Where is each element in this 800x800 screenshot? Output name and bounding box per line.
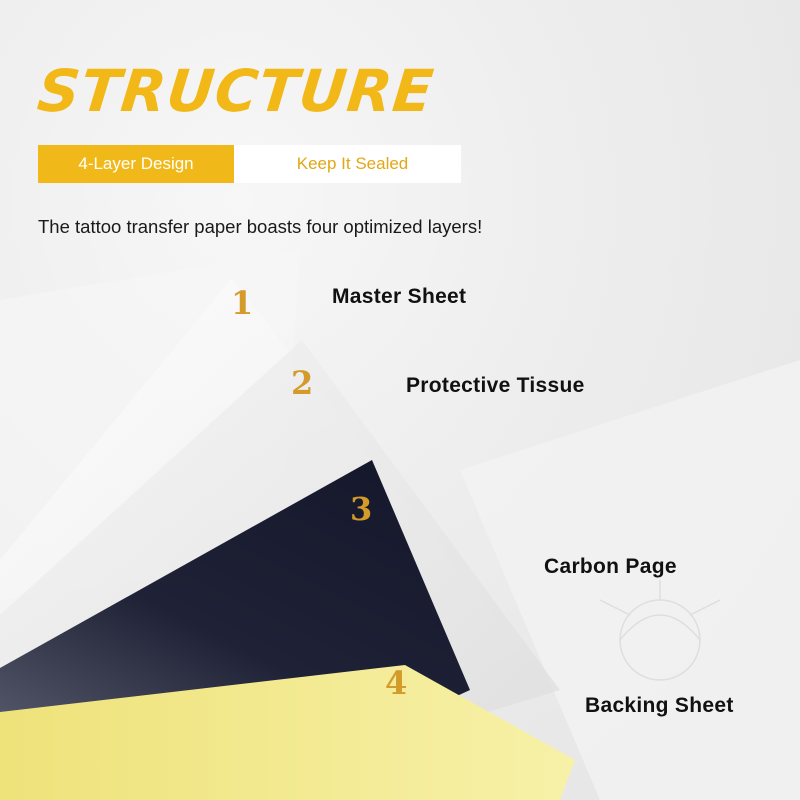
tab-arrow-notch: [234, 145, 280, 183]
layer-number-4: 4: [385, 664, 408, 702]
tattoo-sketch-decoration: [599, 580, 721, 681]
layer-label-carbon-page: Carbon Page: [544, 555, 677, 578]
tab-bar: 4-Layer Design Keep It Sealed: [38, 145, 461, 183]
tab-4-layer-design[interactable]: 4-Layer Design: [38, 145, 234, 183]
layer-label-backing-sheet: Backing Sheet: [585, 694, 734, 717]
page-title: STRUCTURE: [34, 57, 438, 125]
layer-number-3: 3: [350, 490, 373, 528]
layer-number-2: 2: [291, 364, 314, 402]
layer-label-protective-tissue: Protective Tissue: [406, 374, 585, 397]
bg-paper-shape: [460, 360, 800, 800]
layer-number-1: 1: [231, 284, 254, 322]
layer-label-master-sheet: Master Sheet: [332, 285, 467, 308]
backing-sheet-shape: [0, 665, 575, 800]
tab-keep-it-sealed[interactable]: Keep It Sealed: [234, 145, 461, 183]
intro-text: The tattoo transfer paper boasts four op…: [38, 216, 483, 237]
